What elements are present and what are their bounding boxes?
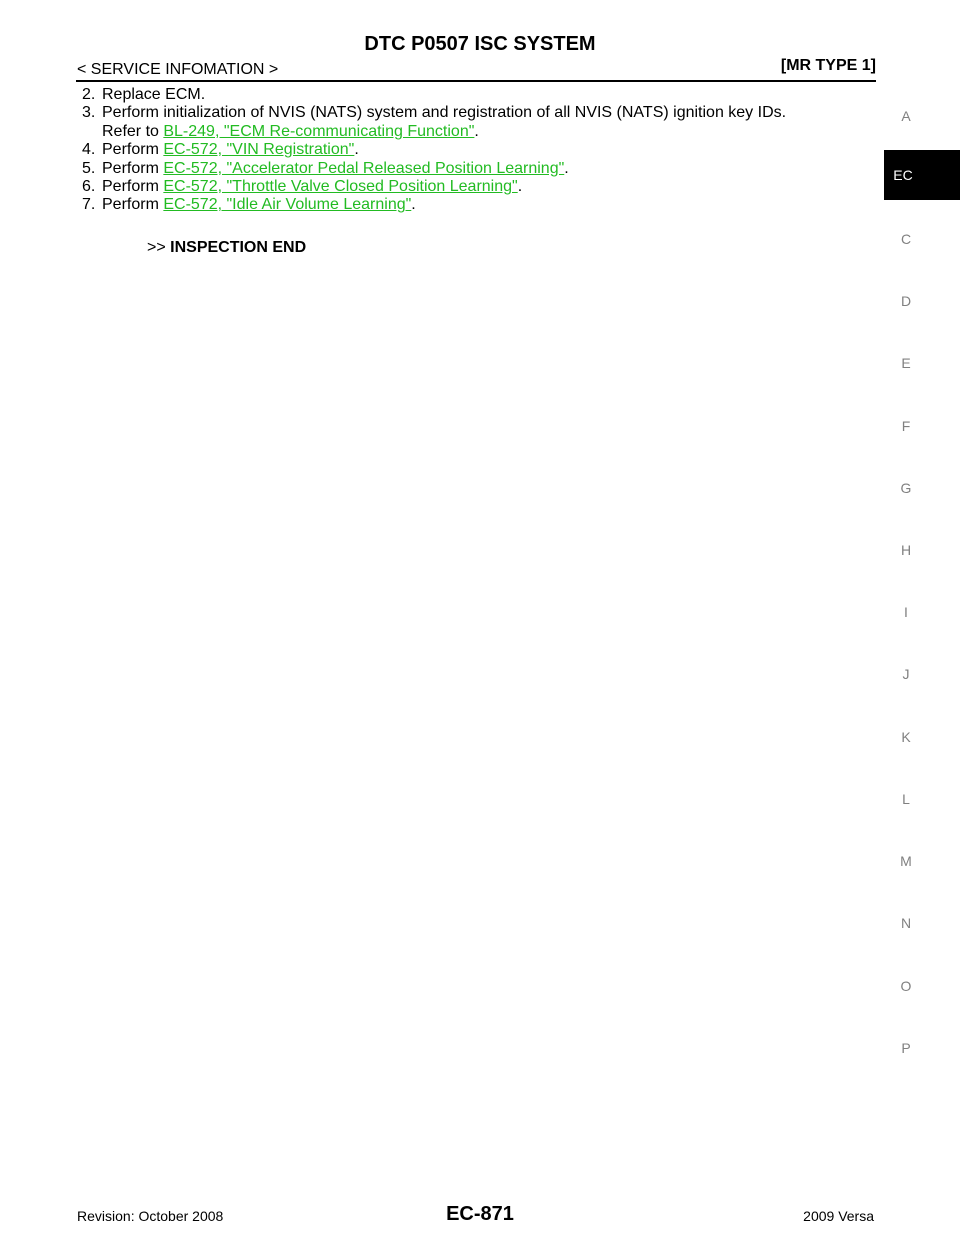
step-5: 5. Perform EC-572, "Accelerator Pedal Rel… (82, 160, 872, 178)
step-number: 4. (82, 141, 96, 159)
step-2: 2. Replace ECM. (82, 86, 872, 104)
tab-l[interactable]: L (902, 791, 910, 807)
link-ec-572-accelerator-pedal[interactable]: EC-572, "Accelerator Pedal Released Posi… (163, 159, 565, 177)
tab-i[interactable]: I (904, 604, 908, 620)
section-index-tabs: A EC C D E F G H I J K L M N O P (884, 0, 960, 1242)
step-punctuation: . (411, 196, 416, 214)
tab-j[interactable]: J (902, 666, 910, 682)
step-text: Perform (102, 196, 164, 214)
step-text: Perform (102, 178, 164, 196)
step-punctuation: . (564, 159, 569, 177)
result-arrow: >> (147, 239, 166, 256)
header-divider (76, 80, 876, 82)
tab-f[interactable]: F (901, 418, 911, 434)
tab-k[interactable]: K (901, 729, 911, 745)
tab-e[interactable]: E (901, 355, 911, 371)
model-label: [MR TYPE 1] (780, 57, 876, 74)
step-3: 3. Perform initialization of NVIS (NATS) … (82, 104, 872, 122)
step-number: 2. (82, 86, 96, 103)
step-punctuation: . (517, 178, 523, 196)
step-3-reference: Refer to BL-249, "ECM Re-communicating F… (82, 123, 872, 141)
tab-h[interactable]: H (900, 542, 912, 558)
tab-o[interactable]: O (900, 978, 912, 994)
step-punctuation: . (474, 122, 479, 140)
link-ec-572-vin-registration[interactable]: EC-572, "VIN Registration" (163, 141, 355, 159)
tab-n[interactable]: N (900, 915, 912, 931)
tab-g[interactable]: G (900, 480, 912, 496)
page-title: DTC P0507 ISC SYSTEM (364, 33, 596, 55)
tab-c[interactable]: C (900, 231, 912, 247)
step-text: Perform (102, 159, 164, 177)
step-text: Refer to (102, 122, 164, 140)
tab-m[interactable]: M (900, 853, 912, 869)
step-number: 6. (82, 178, 96, 196)
procedure-steps: 2. Replace ECM. 3. Perform initialization … (82, 86, 872, 215)
tab-a[interactable]: A (901, 108, 911, 124)
step-7: 7. Perform EC-572, "Idle Air Volume Learn… (82, 196, 872, 214)
step-number: 7. (82, 196, 96, 214)
step-number: 3. (82, 104, 96, 122)
tab-ec-active[interactable]: EC (884, 150, 960, 200)
footer-page-number: EC-871 (446, 1203, 514, 1225)
footer-revision: Revision: October 2008 (77, 1208, 224, 1224)
step-6: 6. Perform EC-572, "Throttle Valve Closed… (82, 178, 872, 196)
tab-ec-label: EC (893, 167, 913, 183)
step-text: Perform initialization of NVIS (NATS) sy… (102, 104, 787, 122)
step-text: Replace ECM. (102, 86, 206, 103)
section-label: < SERVICE INFOMATION > (77, 61, 279, 78)
footer-model-year: 2009 Versa (803, 1208, 874, 1224)
step-text: Perform (102, 141, 164, 159)
inspection-result: >> INSPECTION END (147, 239, 306, 257)
step-number: 5. (82, 159, 96, 177)
result-text: INSPECTION END (170, 239, 307, 256)
link-ec-572-idle-air-volume[interactable]: EC-572, "Idle Air Volume Learning" (163, 196, 412, 214)
step-4: 4. Perform EC-572, "VIN Registration". (82, 141, 872, 159)
link-bl-249-ecm-re-communicating[interactable]: BL-249, "ECM Re-communicating Function" (163, 122, 475, 140)
step-punctuation: . (354, 141, 359, 159)
tab-p[interactable]: P (901, 1040, 911, 1056)
tab-d[interactable]: D (900, 293, 912, 309)
link-ec-572-throttle-valve[interactable]: EC-572, "Throttle Valve Closed Position … (163, 178, 518, 196)
